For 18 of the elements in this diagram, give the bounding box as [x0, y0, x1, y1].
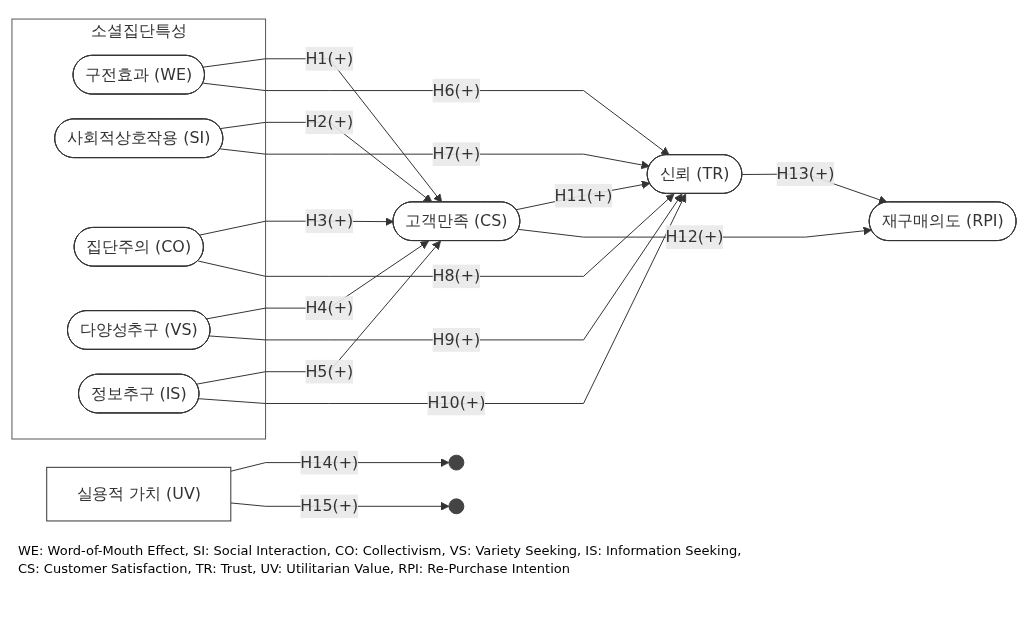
- node-box: 실용적 가치 (UV): [46, 466, 232, 522]
- edge-label: H3(+): [305, 211, 354, 231]
- edge-label: H6(+): [432, 80, 481, 100]
- edge-label: H13(+): [776, 164, 835, 183]
- edge-label: H12(+): [665, 227, 724, 247]
- edge-label: H8(+): [432, 266, 481, 286]
- edge-label: H4(+): [305, 298, 354, 318]
- edge-label: H2(+): [305, 112, 354, 132]
- abbreviation-note: CS: Customer Satisfaction, TR: Trust, UV: Utilitarian Value, RPI: Re-Purchase Intention: [18, 560, 570, 578]
- abbreviation-note: WE: Word-of-Mouth Effect, SI: Social Interaction, CO: Collectivism, VS: Variety Seeking, IS: Information Seeking,: [18, 542, 742, 560]
- edge-label: H14(+): [300, 452, 359, 472]
- edge-label: H5(+): [305, 361, 354, 381]
- edge-label: H15(+): [300, 496, 359, 516]
- edge-label: H10(+): [427, 393, 486, 413]
- edge-label: H11(+): [554, 185, 613, 205]
- edge-label: H7(+): [432, 144, 481, 164]
- edge-label: H1(+): [305, 48, 354, 68]
- edge-label: H9(+): [432, 329, 481, 349]
